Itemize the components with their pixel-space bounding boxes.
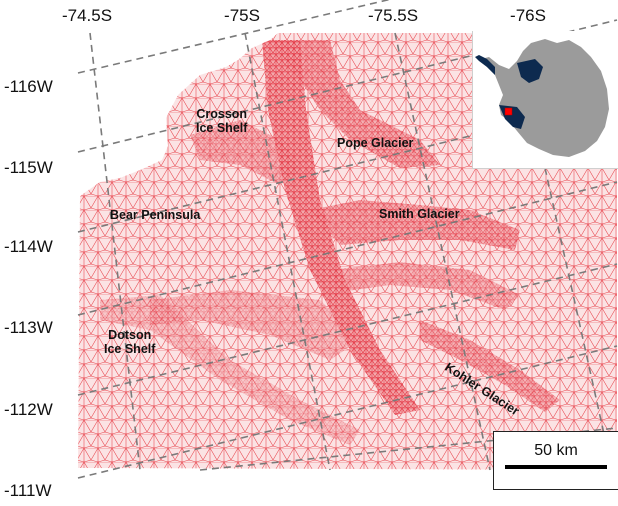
antarctica-landmass	[481, 39, 609, 157]
inset-locator-map	[472, 31, 618, 169]
label-pope-glacier: Pope Glacier	[337, 136, 414, 150]
dense-mesh-trunk	[262, 40, 420, 415]
label-crosson-line2: Ice Shelf	[196, 121, 248, 135]
lat-label-74-5: -74.5S	[61, 6, 113, 25]
antarctica-inset-svg	[475, 39, 609, 157]
scale-bar-label: 50 km	[534, 442, 578, 459]
lat-label-75: -75S	[224, 6, 260, 25]
label-smith-glacier: Smith Glacier	[379, 207, 460, 221]
dense-mesh-lower	[100, 295, 360, 445]
inset-ice-shelf-weddell	[517, 59, 543, 83]
dense-mesh-dotson	[150, 290, 360, 360]
dense-mesh-smith	[310, 200, 520, 250]
dense-mesh-kohler	[420, 320, 560, 412]
lat-label-75-5: -75.5S	[367, 6, 419, 25]
label-crosson-line1: Crosson	[196, 107, 248, 121]
graticule	[77, 0, 618, 479]
lon-label-116: -116W	[4, 77, 53, 96]
dense-mesh-pope	[270, 40, 440, 168]
inset-peninsula	[475, 55, 495, 75]
lon-label-115: -115W	[4, 158, 53, 177]
label-dotson-line1: Dotson	[108, 328, 152, 342]
label-bear-peninsula: Bear Peninsula	[110, 208, 201, 222]
inset-study-area-marker	[504, 107, 513, 116]
lon-label-111: -111W	[4, 481, 52, 500]
lat-label-76: -76S	[510, 6, 546, 25]
lon-label-113: -113W	[4, 318, 53, 337]
scale-bar-line	[505, 465, 607, 469]
dense-mesh-branch	[330, 262, 520, 310]
scale-bar: 50 km	[493, 431, 618, 490]
label-dotson-ice-shelf: Dotson Ice Shelf	[104, 328, 155, 356]
label-crosson-ice-shelf: Crosson Ice Shelf	[196, 107, 247, 135]
lon-label-114: -114W	[4, 237, 53, 256]
dense-mesh-bands	[100, 40, 560, 445]
lon-label-112: -112W	[4, 400, 53, 419]
dense-mesh-crosson	[190, 120, 300, 185]
label-dotson-line2: Ice Shelf	[104, 342, 156, 356]
